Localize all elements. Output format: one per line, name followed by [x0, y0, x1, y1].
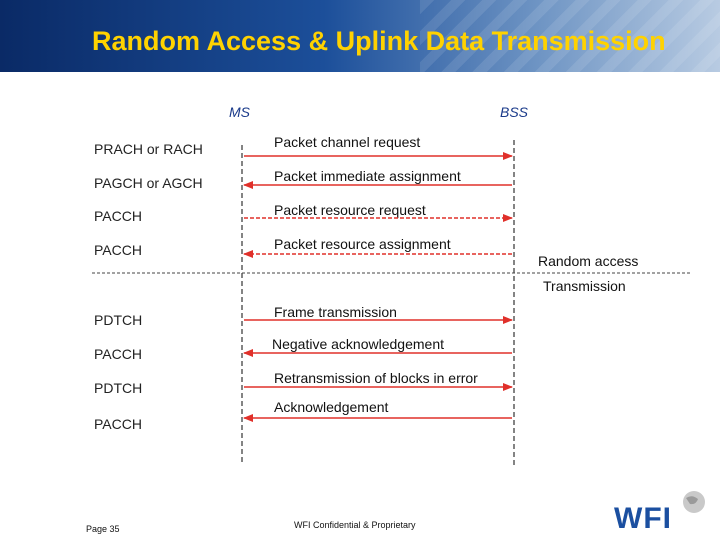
- entity-ms-label: MS: [229, 104, 250, 120]
- channel-label: PACCH: [94, 346, 142, 362]
- entity-bss-label: BSS: [500, 104, 529, 120]
- header-banner: [0, 0, 720, 72]
- header-decoration: [420, 0, 720, 72]
- message-label: Frame transmission: [274, 304, 397, 320]
- message-label: Packet channel request: [274, 134, 421, 150]
- channel-label: PACCH: [94, 242, 142, 258]
- channel-label: PDTCH: [94, 312, 143, 328]
- content-area: [74, 72, 720, 540]
- logo-text: WFI: [614, 502, 672, 535]
- message-label: Retransmission of blocks in error: [274, 370, 478, 386]
- channel-label: PACCH: [94, 416, 142, 432]
- phase-label-transmission: Transmission: [543, 278, 626, 294]
- message-label: Packet resource request: [274, 202, 426, 218]
- channel-label: PDTCH: [94, 380, 143, 396]
- wfi-logo: WFI: [612, 490, 708, 535]
- message-label: Acknowledgement: [274, 399, 389, 415]
- left-sidebar: [0, 72, 74, 540]
- channel-label: PAGCH or AGCH: [94, 175, 203, 191]
- channel-label: PRACH or RACH: [94, 141, 203, 157]
- message-label: Packet immediate assignment: [274, 168, 461, 184]
- phase-label-random-access: Random access: [538, 253, 639, 269]
- message-label: Negative acknowledgement: [272, 336, 444, 352]
- globe-icon: [683, 491, 705, 513]
- slide-title: Random Access & Uplink Data Transmission: [92, 26, 666, 56]
- channel-label: PACCH: [94, 208, 142, 224]
- confidential-note: WFI Confidential & Proprietary: [294, 520, 416, 530]
- page-number: Page 35: [86, 524, 120, 534]
- message-label: Packet resource assignment: [274, 236, 451, 252]
